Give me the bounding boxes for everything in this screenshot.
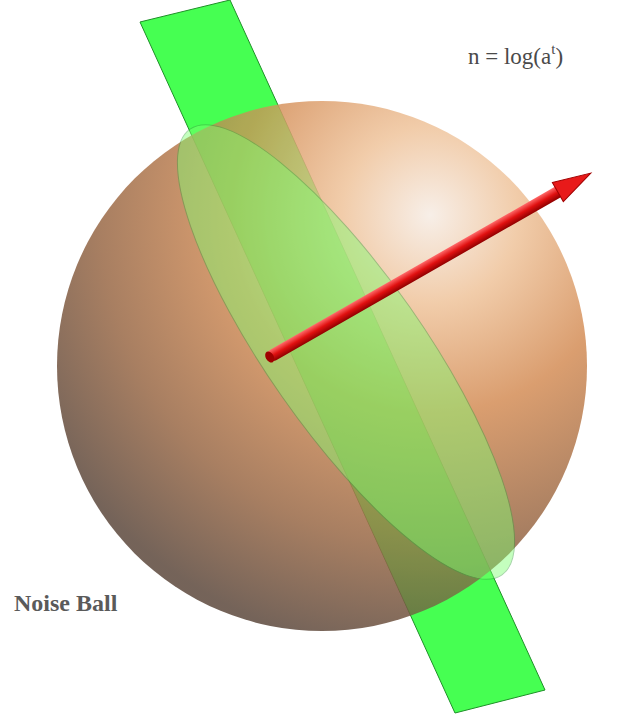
ball-label: Noise Ball [14,590,117,617]
formula-close: ) [555,44,563,69]
cross-section-disc [126,84,566,619]
formula-base: n = log(a [468,44,551,69]
vector-formula: n = log(at) [468,44,563,70]
formula-superscript: t [551,41,555,57]
normal-arrow [261,164,596,369]
